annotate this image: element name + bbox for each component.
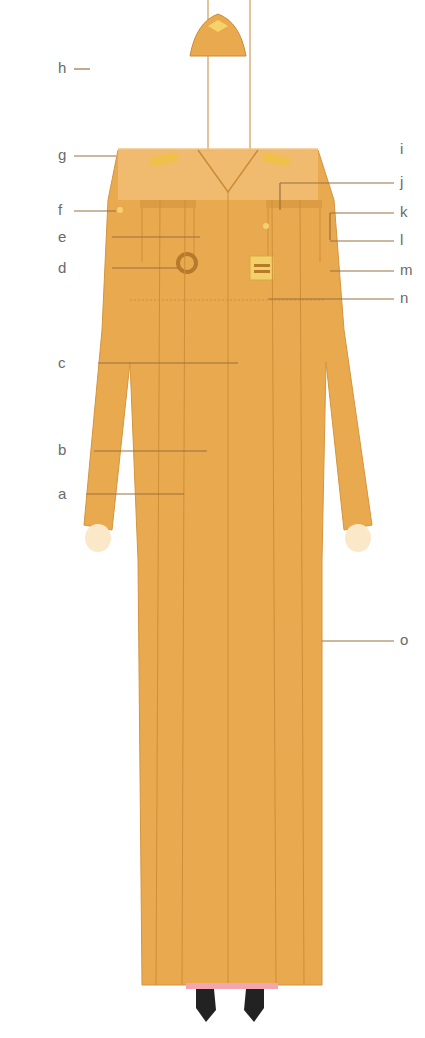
callout-letter: b <box>58 441 66 459</box>
callout-letter: n <box>400 289 408 307</box>
name-tag-bar <box>254 270 270 273</box>
pocket-flap <box>140 200 196 208</box>
name-tag-bar <box>254 264 270 267</box>
pocket-flap <box>266 200 322 208</box>
hosiery <box>186 983 278 989</box>
dress-body <box>84 150 372 985</box>
collar <box>198 150 258 192</box>
shoe <box>244 989 264 1022</box>
callout-letter: o <box>400 631 408 649</box>
badge-ring <box>178 254 196 272</box>
callout-letter: m <box>400 261 413 279</box>
callout-letter: i <box>400 140 403 158</box>
callout-letter: l <box>400 231 403 249</box>
leader-lines <box>74 69 394 641</box>
callout-letter: h <box>58 59 66 77</box>
button <box>263 223 269 229</box>
hand <box>85 524 111 552</box>
callout-letter: e <box>58 228 66 246</box>
shoulder-panel <box>118 148 318 200</box>
callout-letter: k <box>400 203 408 221</box>
pocket-seam <box>142 208 320 262</box>
epaulette <box>261 152 290 167</box>
epaulette <box>149 152 178 167</box>
cap-badge <box>208 20 228 32</box>
cap <box>190 14 246 56</box>
seam-line <box>156 192 304 985</box>
callout-letter: d <box>58 259 66 277</box>
callout-letter: c <box>58 354 66 372</box>
callout-letter: f <box>58 201 62 219</box>
name-tag <box>250 256 274 280</box>
callout-letter: g <box>58 146 66 164</box>
callout-letter: a <box>58 485 66 503</box>
callout-letter: j <box>400 173 403 191</box>
hand <box>345 524 371 552</box>
shoe <box>196 989 216 1022</box>
button <box>117 207 123 213</box>
